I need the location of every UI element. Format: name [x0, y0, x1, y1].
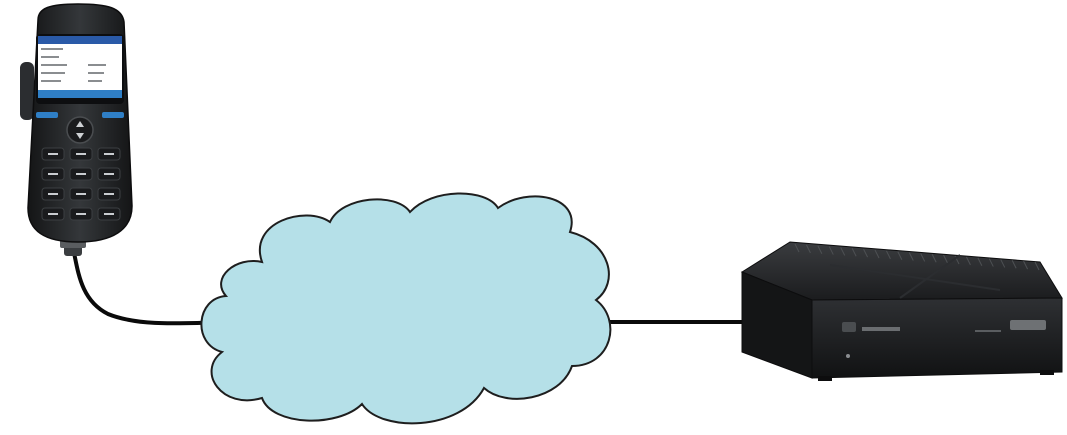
handset-key-glyph [48, 213, 58, 215]
handset-key-glyph [76, 213, 86, 215]
handset-soft-key-left [36, 112, 58, 118]
handset-key-glyph [48, 173, 58, 175]
handset-key-glyph [104, 173, 114, 175]
radio-front-connector [1010, 320, 1046, 330]
network-cloud-icon [201, 193, 610, 423]
handset-key-glyph [76, 153, 86, 155]
handset-screen [38, 36, 122, 98]
handset-cable [73, 248, 225, 323]
handset-key-glyph [48, 153, 58, 155]
handset-key-glyph [76, 193, 86, 195]
handset-key-glyph [76, 173, 86, 175]
control-head-handset-icon [20, 4, 132, 256]
handset-nav-key [67, 117, 93, 143]
handset-soft-key-right [102, 112, 124, 118]
handset-key-glyph [104, 193, 114, 195]
mobile-radio-unit-icon [742, 242, 1062, 381]
handset-key-glyph [104, 213, 114, 215]
handset-key-glyph [104, 153, 114, 155]
handset-key-glyph [48, 193, 58, 195]
